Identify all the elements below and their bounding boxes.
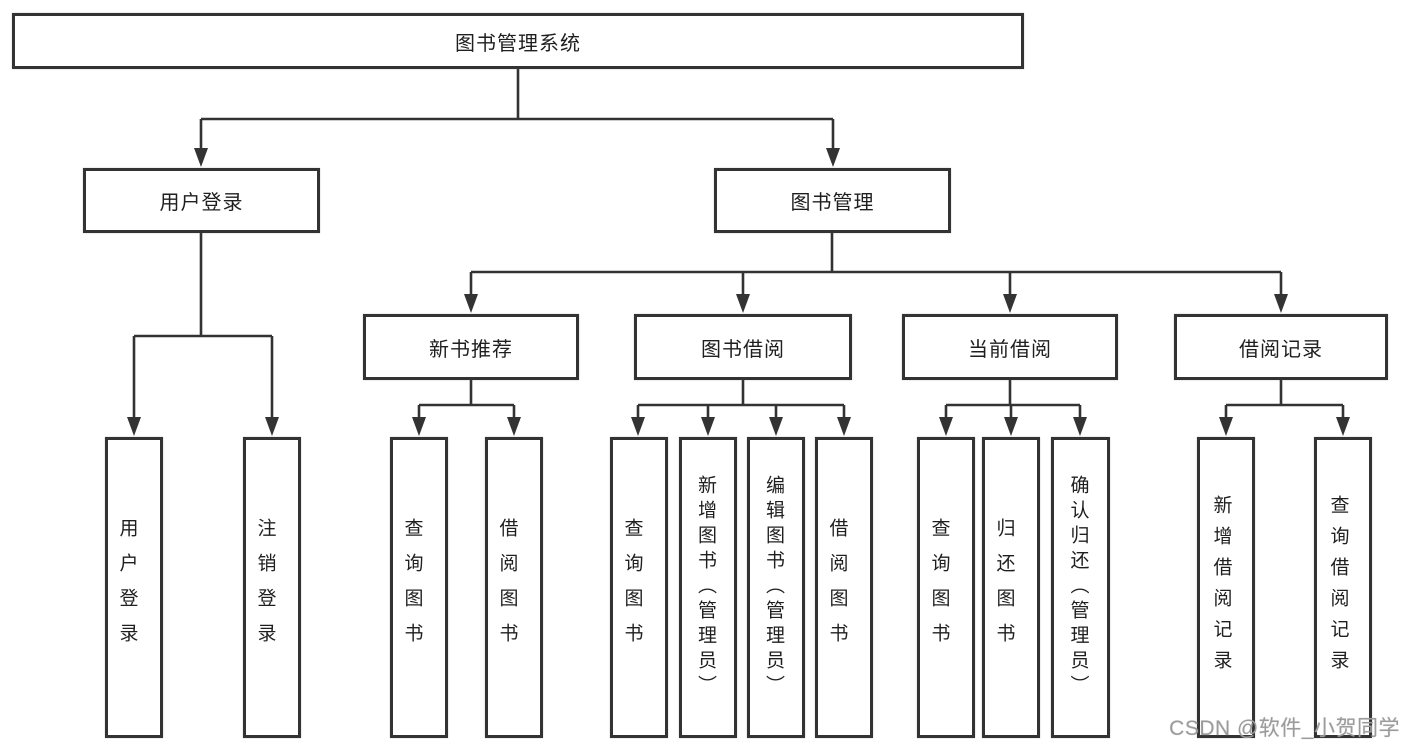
leaf-label: 用户登录 (116, 517, 138, 658)
arrow-down-icon (631, 417, 645, 436)
csdn-watermark: CSDN @软件_小贺同学 (1169, 717, 1400, 740)
leaf-query-books: 查询图书 (917, 437, 975, 738)
leaf-query-borrow-record: 查询借阅记录 (1314, 437, 1372, 738)
connector-paths (132, 69, 1345, 423)
leaf-user-login: 用户登录 (105, 437, 163, 738)
leaf-add-borrow-record: 新增借阅记录 (1197, 437, 1255, 738)
leaf-query-books: 查询图书 (390, 437, 448, 738)
node-new-book-recommend: 新书推荐 (363, 314, 579, 380)
arrow-down-icon (769, 417, 783, 436)
edge-g3-to-leaves (1224, 380, 1345, 423)
leaf-label: 新增图书（管理员） (695, 475, 716, 700)
leaf-label: 新增借阅记录 (1210, 494, 1232, 681)
node-book-management: 图书管理 (714, 168, 951, 233)
arrow-down-icon (265, 417, 279, 436)
arrow-down-icon (1274, 294, 1288, 313)
arrowheads (127, 148, 1350, 436)
leaf-label: 编辑图书（管理员） (763, 475, 784, 700)
leaf-label: 确认归还（管理员） (1067, 475, 1089, 700)
leaf-label: 归还图书 (993, 517, 1015, 658)
leaf-label: 查询借阅记录 (1327, 494, 1349, 681)
leaf-query-books: 查询图书 (610, 437, 668, 738)
arrow-down-icon (507, 417, 521, 436)
leaf-borrow-books: 借阅图书 (485, 437, 543, 738)
leaf-label: 查询图书 (928, 517, 950, 658)
node-borrow-records: 借阅记录 (1174, 314, 1388, 380)
edge-login-to-leaves (132, 233, 274, 422)
arrow-down-icon (1073, 417, 1087, 436)
leaf-logout: 注销登录 (243, 437, 301, 738)
arrow-down-icon (464, 294, 478, 313)
arrow-down-icon (837, 417, 851, 436)
node-current-borrow: 当前借阅 (902, 314, 1118, 380)
edge-g1-to-leaves (636, 380, 846, 423)
leaf-label: 注销登录 (254, 517, 276, 658)
arrow-down-icon (701, 417, 715, 436)
arrow-down-icon (1003, 294, 1017, 313)
leaf-label: 查询图书 (621, 517, 643, 658)
node-system-root: 图书管理系统 (12, 13, 1024, 69)
arrow-down-icon (1336, 417, 1350, 436)
arrow-down-icon (939, 417, 953, 436)
edge-g2-to-leaves (944, 380, 1082, 423)
node-user-login: 用户登录 (83, 168, 320, 233)
arrow-down-icon (1004, 417, 1018, 436)
arrow-down-icon (127, 417, 141, 436)
leaf-confirm-return-admin: 确认归还（管理员） (1051, 437, 1110, 738)
arrow-down-icon (194, 148, 208, 167)
edge-root-to-level1 (199, 69, 835, 153)
edge-g0-to-leaves (417, 380, 516, 423)
arrow-down-icon (736, 294, 750, 313)
leaf-borrow-books: 借阅图书 (815, 437, 873, 738)
leaf-return-books: 归还图书 (982, 437, 1040, 738)
leaf-label: 查询图书 (401, 517, 423, 658)
leaf-label: 借阅图书 (826, 517, 848, 658)
node-book-borrow: 图书借阅 (634, 314, 852, 380)
arrow-down-icon (1219, 417, 1233, 436)
arrow-down-icon (412, 417, 426, 436)
leaf-edit-books-admin: 编辑图书（管理员） (747, 437, 805, 738)
edge-mgmt-to-groups (469, 233, 1283, 299)
leaf-add-books-admin: 新增图书（管理员） (679, 437, 737, 738)
arrow-down-icon (826, 148, 840, 167)
leaf-label: 借阅图书 (496, 517, 518, 658)
